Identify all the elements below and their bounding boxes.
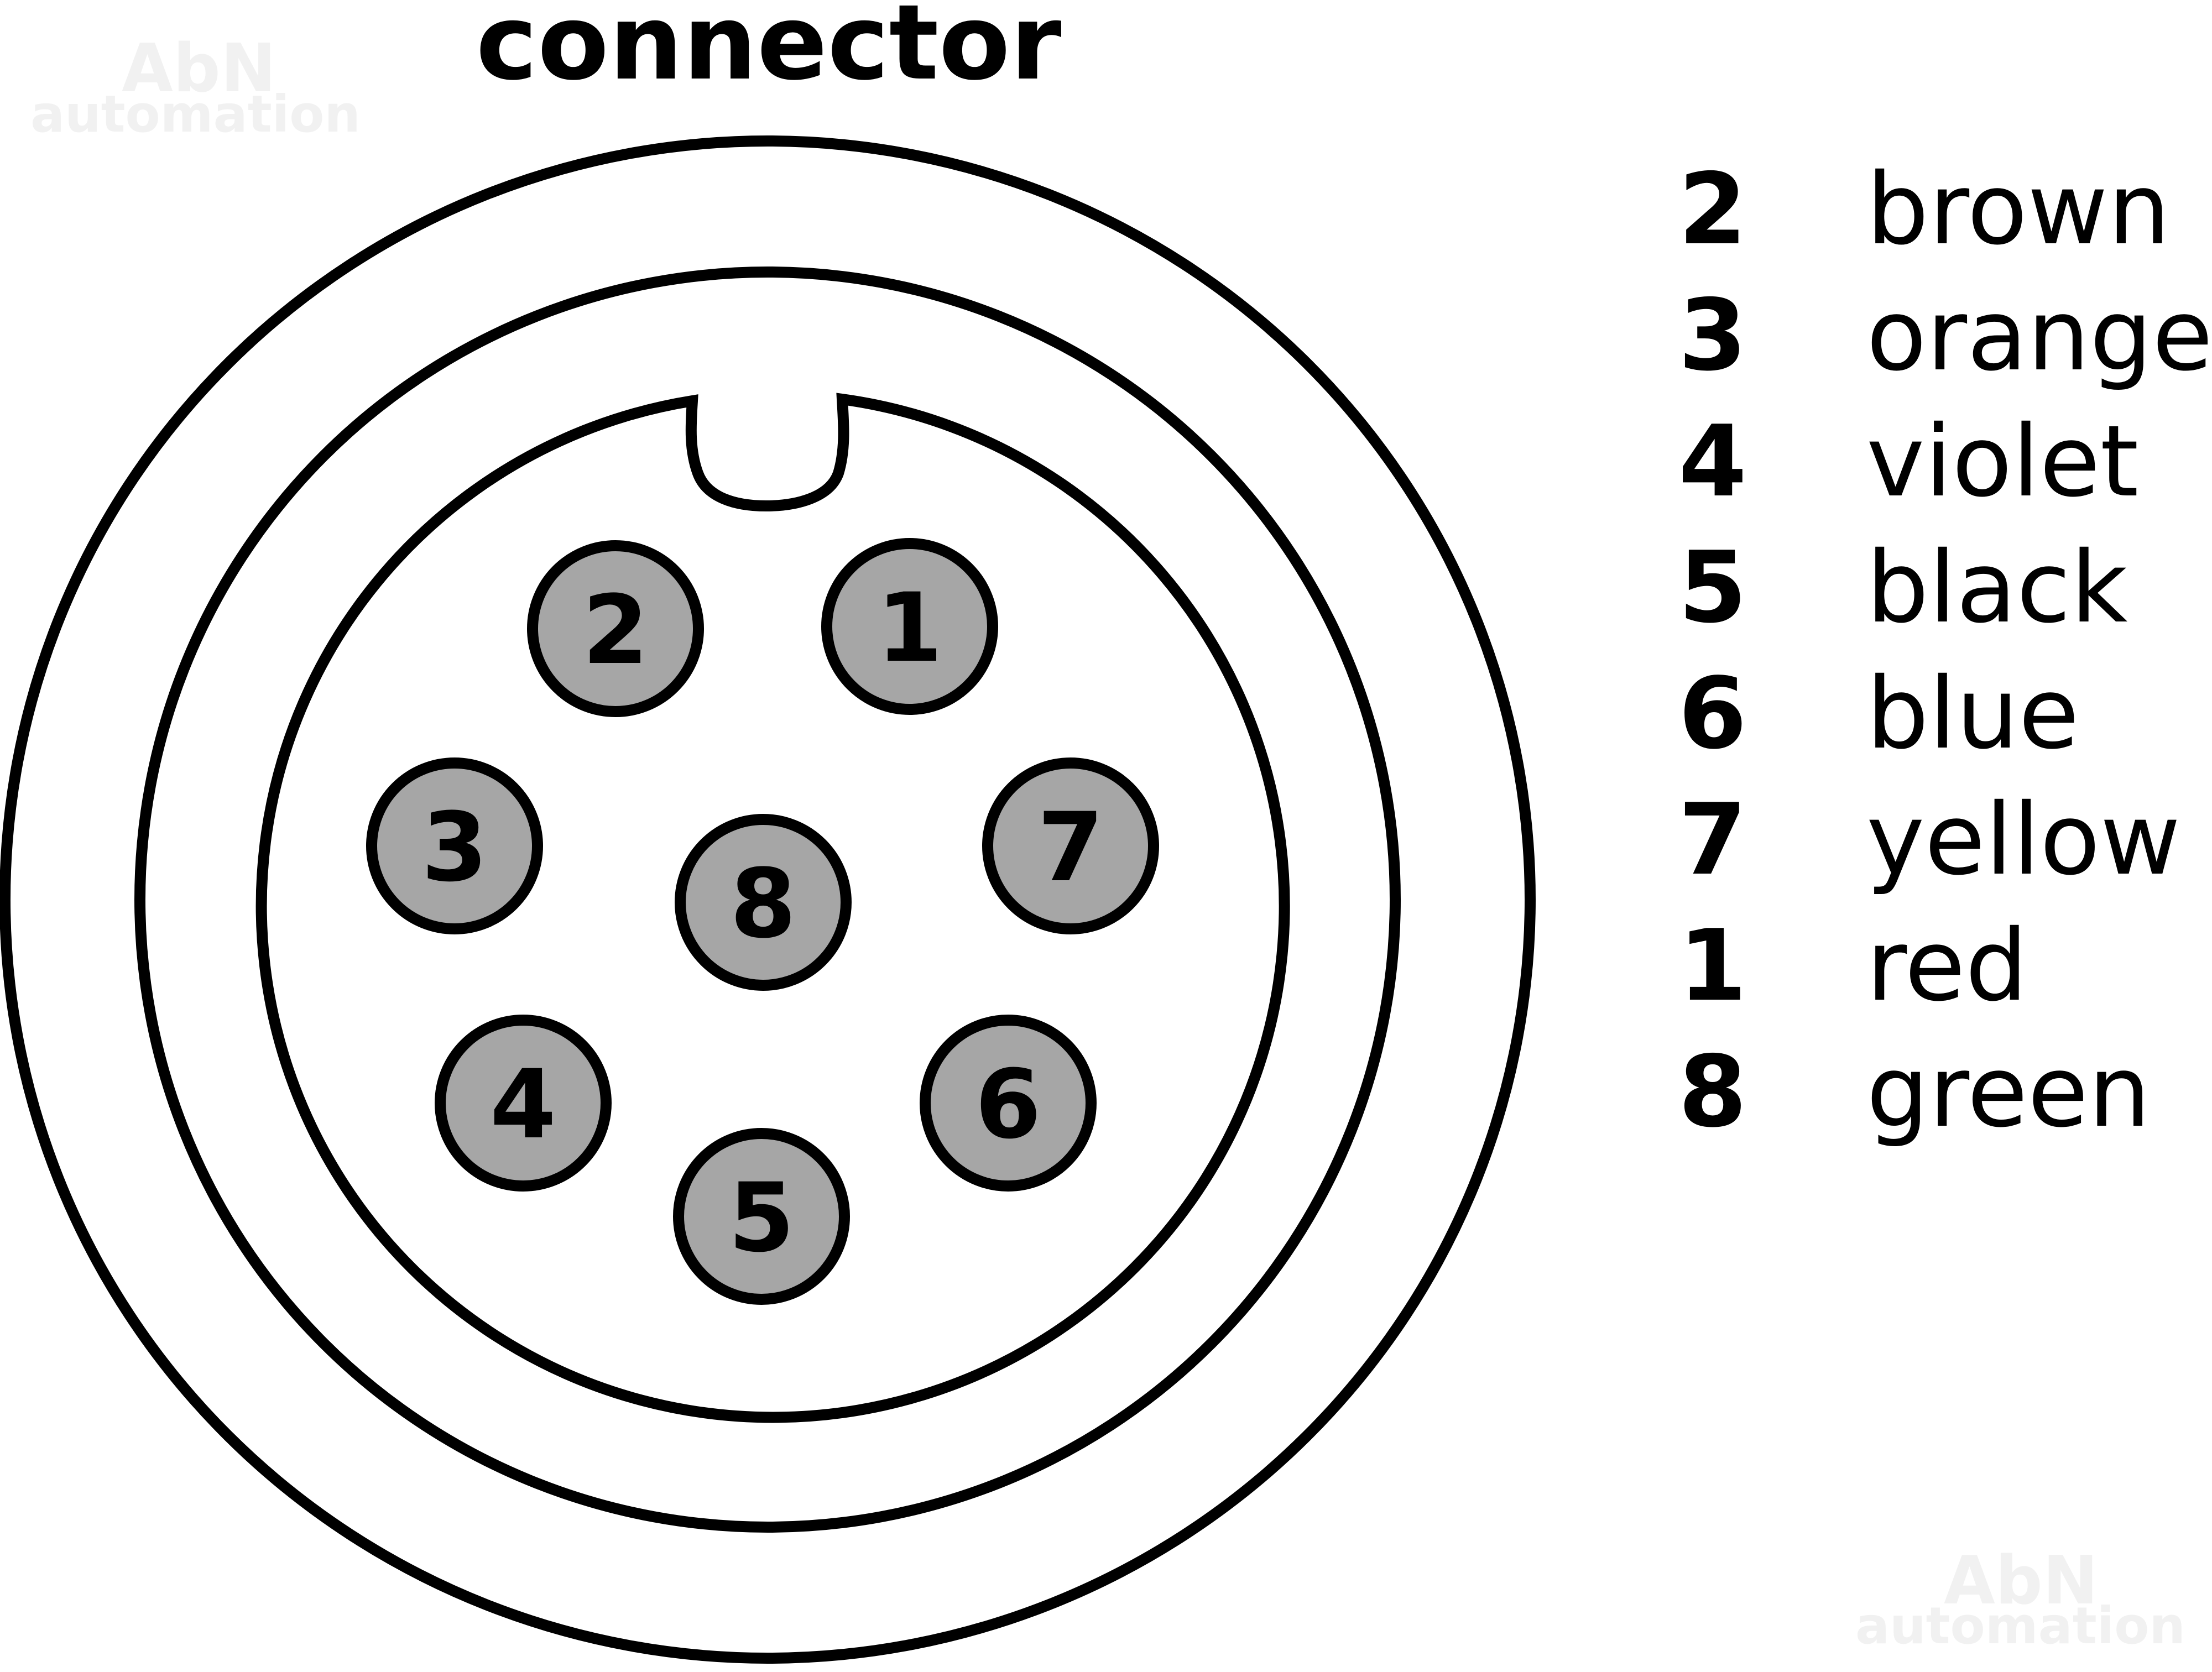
legend-wire-color: red <box>1866 908 2028 1023</box>
pin-circle <box>920 1015 1097 1192</box>
pin-circle <box>527 540 704 717</box>
pin-circle <box>435 1015 612 1192</box>
pin-2: 2 <box>527 540 704 717</box>
legend-row: 4 violet <box>1678 404 2138 519</box>
pin-3: 3 <box>366 757 543 934</box>
pin-number: 1 <box>877 572 943 683</box>
legend-pin-number: 6 <box>1678 656 1747 771</box>
legend-pin-number: 1 <box>1678 908 1747 1023</box>
watermark-bottom-right: AbN automation <box>1855 1543 2185 1655</box>
pin-5: 5 <box>673 1128 850 1305</box>
pin-8: 8 <box>675 814 852 991</box>
legend-row: 1 red <box>1678 908 2028 1023</box>
outer-ring <box>0 135 1536 1664</box>
legend-wire-color: black <box>1866 530 2127 645</box>
watermark-line2: automation <box>30 85 361 144</box>
watermark-line2: automation <box>1855 1596 2185 1655</box>
legend-pin-number: 5 <box>1678 530 1747 645</box>
legend-wire-color: yellow <box>1866 782 2180 897</box>
legend-row: 2 brown <box>1678 152 2170 267</box>
legend-wire-color: violet <box>1866 404 2138 519</box>
legend-pin-number: 2 <box>1678 152 1747 267</box>
watermark-line1: AbN <box>1944 1543 2098 1619</box>
pin-6: 6 <box>920 1015 1097 1192</box>
legend-row: 8 green <box>1678 1034 2151 1149</box>
watermark-line1: AbN <box>122 30 276 107</box>
middle-ring <box>134 267 1401 1533</box>
pin-7: 7 <box>982 757 1159 934</box>
pin-circle <box>675 814 852 991</box>
legend-pin-number: 8 <box>1678 1034 1747 1149</box>
pin-number: 5 <box>728 1162 795 1273</box>
legend-wire-color: blue <box>1866 656 2079 771</box>
legend-pin-number: 4 <box>1678 404 1747 519</box>
pin-circle <box>982 757 1159 934</box>
inner-contour-with-key-notch <box>255 393 1290 1423</box>
legend-row: 7 yellow <box>1678 782 2180 897</box>
pin-number: 6 <box>975 1049 1041 1160</box>
pin-1: 1 <box>821 538 998 715</box>
pin-number: 7 <box>1037 792 1104 903</box>
legend-pin-number: 7 <box>1678 782 1747 897</box>
legend-pin-number: 3 <box>1678 278 1747 393</box>
diagram-title: connector <box>476 0 1062 103</box>
legend-row: 6 blue <box>1678 656 2079 771</box>
watermark-top-left: AbN automation <box>30 30 361 144</box>
pin-4: 4 <box>435 1015 612 1192</box>
pin-number: 2 <box>582 574 649 686</box>
pin-circle <box>821 538 998 715</box>
pin-number: 4 <box>490 1049 556 1160</box>
legend-row: 5 black <box>1678 530 2127 645</box>
legend-wire-color: green <box>1866 1034 2151 1149</box>
pin-circle <box>673 1128 850 1305</box>
pin-number: 8 <box>730 848 796 959</box>
pin-circle <box>366 757 543 934</box>
pin-number: 3 <box>421 792 488 903</box>
legend-wire-color: orange <box>1866 278 2212 393</box>
legend-row: 3 orange <box>1678 278 2212 393</box>
legend: 2 brown 3 orange 4 violet 5 black 6 blue 7 yellow 1 r… <box>1678 152 2212 1149</box>
legend-wire-color: brown <box>1866 152 2171 267</box>
